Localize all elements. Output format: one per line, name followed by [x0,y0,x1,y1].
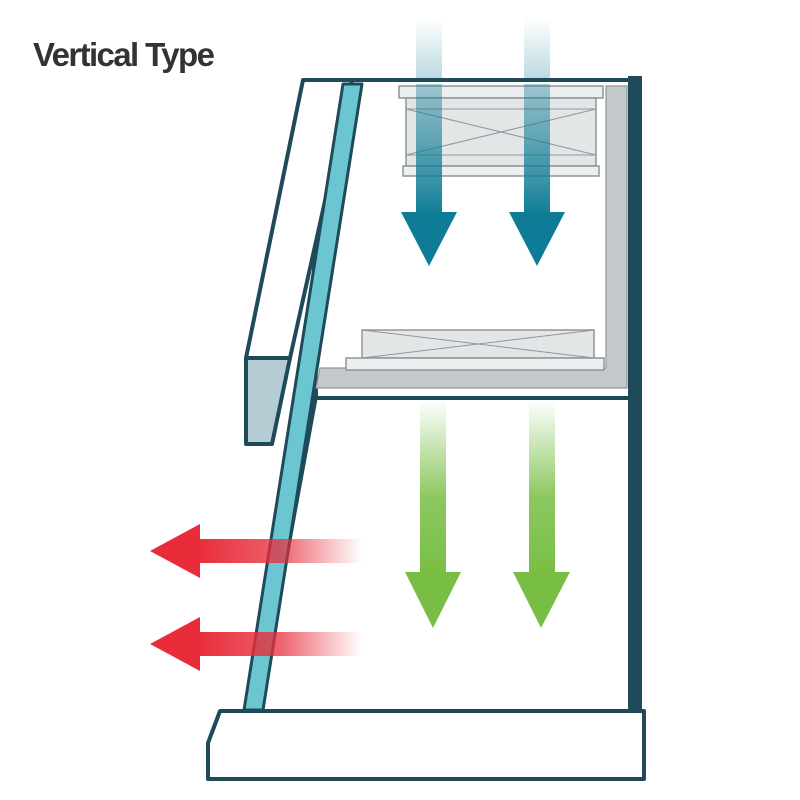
diagram-title: Vertical Type [33,36,215,73]
downflow-hepa-filter [345,329,605,371]
arrow-down-icon [509,84,565,266]
arrow-down-icon [405,400,461,628]
inflow-arrows [401,84,565,266]
plenum-wall [315,85,628,389]
filter-cross-icon [361,329,595,359]
arrow-left-icon [150,617,362,671]
back-wall [628,76,642,712]
arrow-left-icon [150,524,362,578]
outflow-arrows [150,524,362,671]
cabinet-base [206,709,646,781]
inflow-arrow-tails [416,18,550,82]
front-lower-panel [244,356,292,446]
arrow-down-icon [401,84,457,266]
arrow-down-icon [513,400,570,628]
downflow-arrows [405,400,570,628]
